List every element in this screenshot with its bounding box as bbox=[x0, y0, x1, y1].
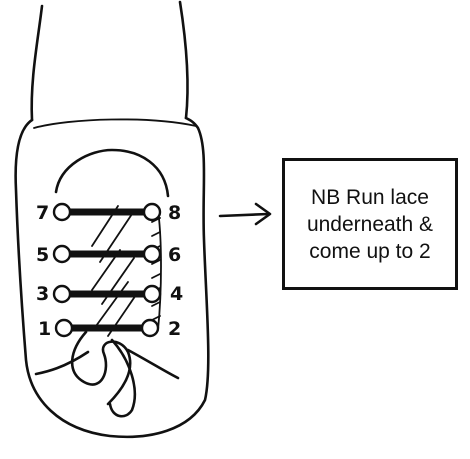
leg-outline-right bbox=[180, 2, 188, 118]
eyelet-3 bbox=[54, 286, 70, 302]
lace-end-right bbox=[128, 350, 178, 378]
lace-hatch bbox=[92, 206, 138, 336]
note-line: NB Run lace bbox=[307, 184, 433, 211]
lace-knot bbox=[72, 332, 130, 404]
label-4: 4 bbox=[170, 283, 183, 305]
eyelet-8 bbox=[144, 204, 160, 220]
cuff-line bbox=[34, 119, 196, 128]
label-5: 5 bbox=[36, 244, 49, 266]
label-3: 3 bbox=[36, 283, 49, 305]
label-2: 2 bbox=[168, 318, 181, 340]
label-1: 1 bbox=[38, 318, 51, 340]
leg-outline-left bbox=[32, 6, 42, 120]
label-8: 8 bbox=[168, 202, 181, 224]
note-line: come up to 2 bbox=[307, 238, 433, 265]
eyelet-7 bbox=[54, 204, 70, 220]
eyelet-6 bbox=[144, 246, 160, 262]
label-7: 7 bbox=[36, 202, 49, 224]
eyelet-1 bbox=[56, 320, 72, 336]
lace-end-left bbox=[36, 352, 88, 374]
note-line: underneath & bbox=[307, 211, 433, 238]
note-box: NB Run lace underneath & come up to 2 bbox=[282, 158, 458, 290]
shoe-outline bbox=[16, 118, 209, 437]
note-text: NB Run lace underneath & come up to 2 bbox=[307, 184, 433, 265]
eyelet-4 bbox=[144, 286, 160, 302]
tongue-outline bbox=[56, 150, 168, 196]
label-6: 6 bbox=[168, 244, 181, 266]
eyelet-2 bbox=[142, 320, 158, 336]
arrow-right-icon bbox=[220, 204, 270, 224]
side-strap-hatch bbox=[152, 218, 160, 320]
eyelet-5 bbox=[54, 246, 70, 262]
side-strap bbox=[158, 210, 161, 330]
